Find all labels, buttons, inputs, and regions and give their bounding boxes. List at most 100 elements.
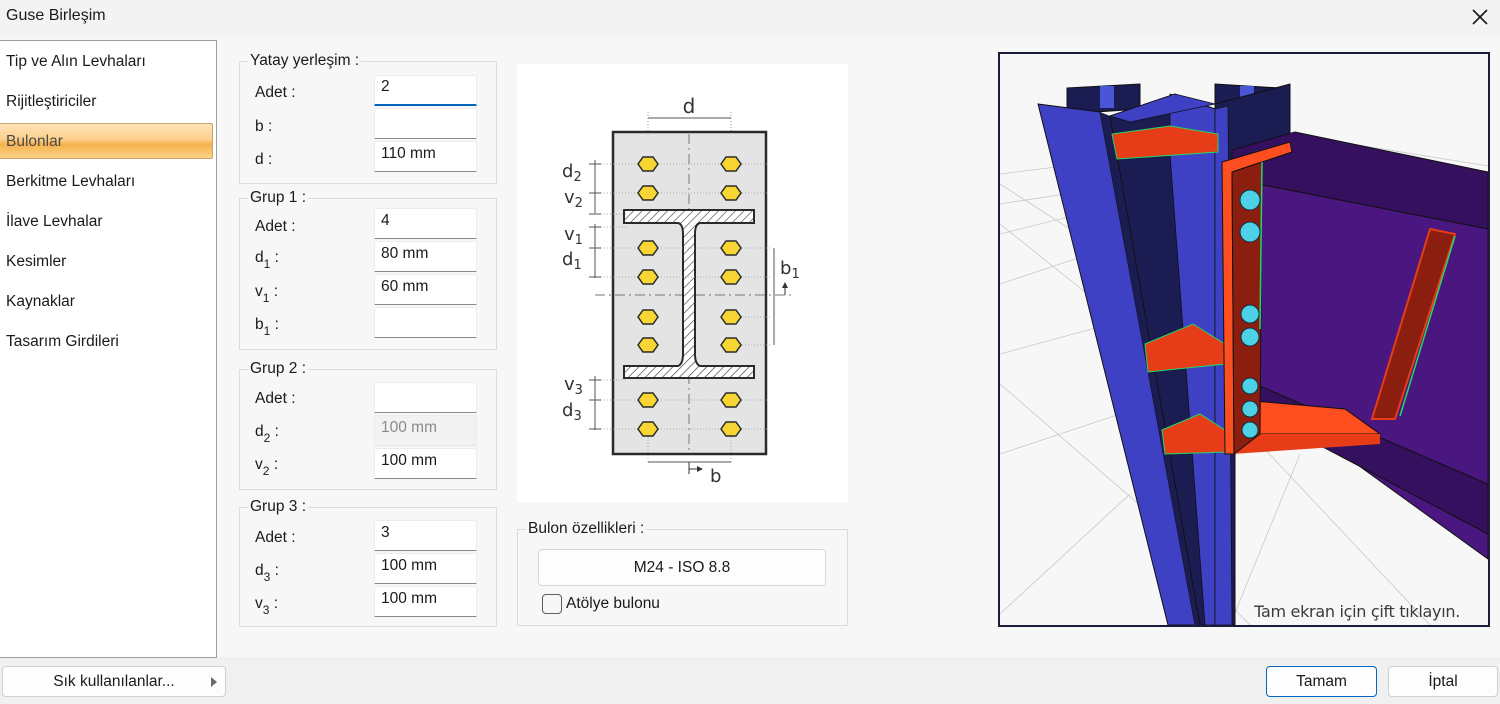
bolt-icon [1241,377,1259,395]
i-beam-section [623,209,755,379]
grup1-d1-input[interactable] [374,241,477,272]
yatay-b-input[interactable] [374,108,477,139]
dim-label-v1: v1 [564,224,583,248]
bolt-icon [637,269,659,285]
bolt-icon [1240,327,1260,347]
dim-label-d3: d3 [562,400,582,424]
favorites-label: Sık kullanılanlar... [53,673,175,690]
yatay-d-input[interactable] [374,141,477,172]
field-label-v1: v1 : [255,283,279,305]
bolt-icon [720,392,742,408]
bolt-icon [637,421,659,437]
bolt-icon [1241,421,1259,439]
bolt-type-button[interactable]: M24 - ISO 8.8 [538,549,826,586]
sidebar-item-label: Bulonlar [6,133,63,150]
workshop-bolt-checkbox-row[interactable]: Atölye bulonu [542,594,660,614]
3d-connection-model [1000,83,1488,625]
bolt-icon [637,309,659,325]
bolt-icon [637,337,659,353]
bolt-icon [637,392,659,408]
sidebar-item-kaynaklar[interactable]: Kaynaklar [0,284,213,320]
grup2-d2-input [374,415,477,446]
sidebar-item-label: Kesimler [6,253,67,270]
sidebar-item-label: İlave Levhalar [6,213,103,230]
grup3-d3-input[interactable] [374,553,477,584]
bolt-icon [1239,221,1261,243]
bolt-icon [720,185,742,201]
bolt-icon [720,156,742,172]
dim-label-d2: d2 [562,161,582,185]
field-label-adet: Adet : [255,84,296,101]
3d-preview-viewport[interactable]: Tam ekran için çift tıklayın. [998,52,1490,627]
field-label-adet: Adet : [255,218,296,235]
field-label-d3: d3 : [255,562,279,584]
ok-button[interactable]: Tamam [1266,666,1377,697]
dim-label-b: b [710,466,721,487]
bolt-icon [720,309,742,325]
bolt-icon [720,337,742,353]
workshop-bolt-label: Atölye bulonu [566,595,660,612]
bolt-icon [637,240,659,256]
group-grup-1: Grup 1 : Adet : d1 : v1 : b1 : [239,189,497,350]
favorites-button[interactable]: Sık kullanılanlar... [2,666,226,697]
grup1-v1-input[interactable] [374,274,477,305]
field-label-v2: v2 : [255,456,279,478]
bolt-icon [720,421,742,437]
grup3-v3-input[interactable] [374,586,477,617]
fullscreen-hint: Tam ekran için çift tıklayın. [1254,602,1460,621]
workshop-bolt-checkbox[interactable] [542,594,562,614]
sidebar-item-label: Rijitleştiriciler [6,93,97,110]
window-title: Guse Birleşim [6,7,106,24]
sidebar-nav: Tip ve Alın Levhaları Rijitleştiriciler … [0,40,217,658]
yatay-adet-input[interactable] [374,75,477,106]
close-button[interactable] [1466,4,1494,30]
group-yatay-yerlesim: Yatay yerleşim : Adet : b : d : [239,52,497,184]
sidebar-item-tip-ve-alin-levhalari[interactable]: Tip ve Alın Levhaları [0,44,213,80]
field-label-b1: b1 : [255,316,279,338]
field-label-v3: v3 : [255,595,279,617]
dim-label-v3: v3 [564,374,583,398]
group-legend: Yatay yerleşim : [248,52,362,70]
group-legend: Grup 3 : [248,498,308,516]
bolt-icon [637,185,659,201]
sidebar-item-bulonlar[interactable]: Bulonlar [0,123,213,159]
field-label-d2: d2 : [255,423,279,445]
bolt-icon [720,269,742,285]
sidebar-item-kesimler[interactable]: Kesimler [0,244,213,280]
group-legend: Grup 1 : [248,189,308,207]
dim-label-v2: v2 [564,187,583,211]
field-label-d1: d1 : [255,249,279,271]
grup2-adet-input[interactable] [374,382,477,413]
field-label-adet: Adet : [255,390,296,407]
sidebar-item-label: Tasarım Girdileri [6,333,119,350]
dim-label-d1: d1 [562,249,582,273]
cancel-button[interactable]: İptal [1388,666,1498,697]
sidebar-item-rijitlestiriciler[interactable]: Rijitleştiriciler [0,84,213,120]
sidebar-item-ilave-levhalar[interactable]: İlave Levhalar [0,204,213,240]
grup3-adet-input[interactable] [374,520,477,551]
grup1-b1-input[interactable] [374,307,477,338]
dim-label-d: d [683,94,696,118]
bolt-icon [637,156,659,172]
bolt-icon [720,240,742,256]
bolt-icon [1241,400,1259,418]
field-label-b: b : [255,118,273,135]
field-label-adet: Adet : [255,529,296,546]
grup2-v2-input[interactable] [374,448,477,479]
group-legend: Bulon özellikleri : [526,520,647,538]
sidebar-item-label: Berkitme Levhaları [6,173,136,190]
group-grup-3: Grup 3 : Adet : d3 : v3 : [239,498,497,627]
sidebar-item-tasarim-girdileri[interactable]: Tasarım Girdileri [0,324,213,360]
bolts-3d [1239,189,1261,439]
bolt-icon [1239,189,1261,211]
field-label-d: d : [255,151,273,168]
sidebar-item-label: Kaynaklar [6,293,75,310]
close-icon [1472,9,1488,25]
chevron-right-icon [211,677,217,687]
group-legend: Grup 2 : [248,360,308,378]
title-bar: Guse Birleşim [0,0,1500,37]
bolt-icon [1240,304,1260,324]
stiffener-plate [1111,125,1219,160]
grup1-adet-input[interactable] [374,208,477,239]
sidebar-item-berkitme-levhalari[interactable]: Berkitme Levhaları [0,164,213,200]
